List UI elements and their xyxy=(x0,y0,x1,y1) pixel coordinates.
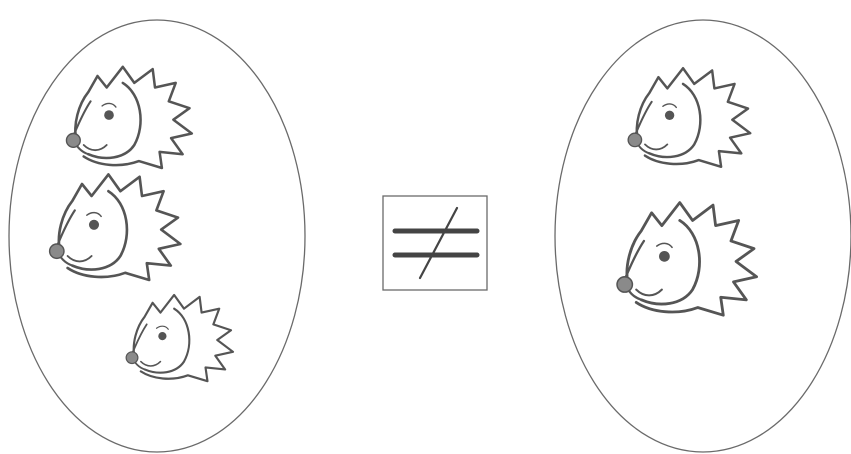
hedgehog-icon xyxy=(66,67,191,168)
left-group-oval xyxy=(9,20,305,452)
relation-frame xyxy=(383,196,487,290)
right-group xyxy=(555,20,851,452)
hedgehog-icon xyxy=(126,295,233,381)
not-equal-box xyxy=(383,196,487,290)
hedgehog-icon xyxy=(50,174,181,280)
hedgehog-icon xyxy=(617,203,757,316)
right-group-oval xyxy=(555,20,851,452)
left-group xyxy=(9,20,305,452)
hedgehog-icon xyxy=(628,68,750,167)
